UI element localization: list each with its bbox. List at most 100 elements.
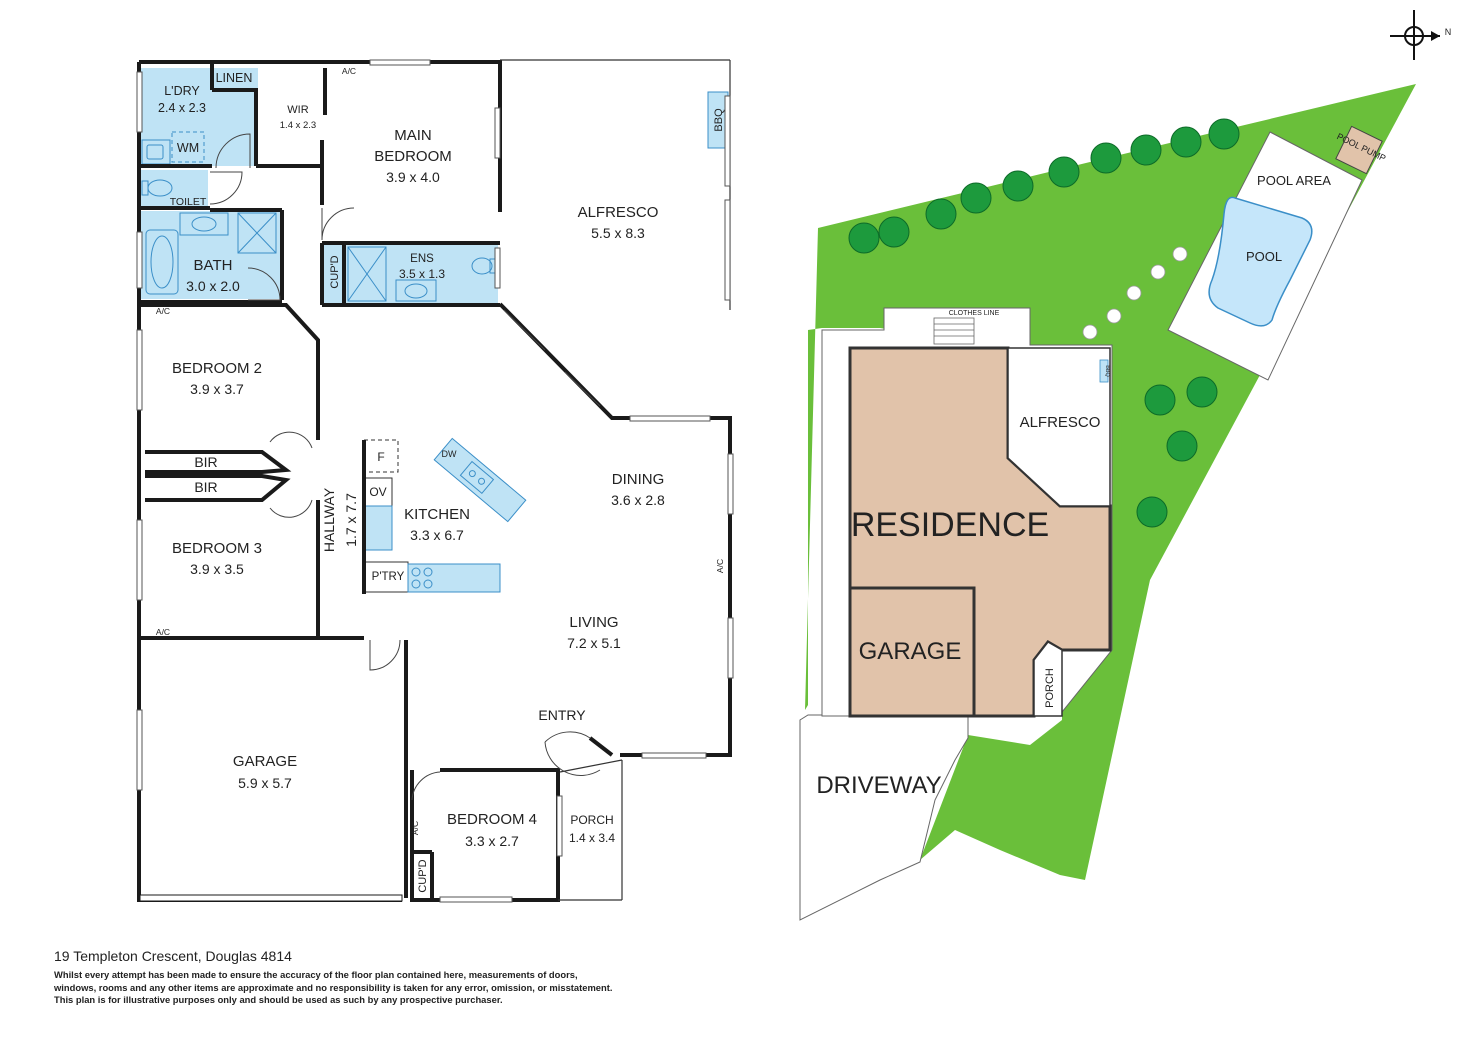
tree-icon	[1144, 384, 1176, 416]
alf-slider	[503, 309, 546, 351]
ac-label-5: A/C	[410, 821, 420, 835]
bath-floor	[140, 211, 280, 299]
tree-icon	[1170, 126, 1202, 158]
living-name: LIVING	[569, 614, 618, 631]
garage-name: GARAGE	[233, 753, 297, 770]
north-arrow-icon	[1390, 10, 1440, 60]
wall-bed2	[139, 303, 320, 440]
bath-vanity	[179, 212, 229, 236]
bed4-door	[411, 771, 441, 801]
main-bedroom-name1: MAIN	[394, 127, 432, 144]
kitchen-size: 3.3 x 6.7	[410, 527, 464, 543]
north-label: N	[1445, 27, 1452, 37]
tree-icon	[925, 198, 957, 230]
site-garage-label: GARAGE	[859, 638, 962, 665]
driveway-label: DRIVEWAY	[816, 772, 941, 799]
hallway-size: 1.7 x 7.7	[343, 493, 359, 547]
main-bedroom-name2: BEDROOM	[374, 148, 452, 165]
property-address: 19 Templeton Crescent, Douglas 4814	[54, 948, 292, 964]
disclaimer-line-3: This plan is for illustrative purposes o…	[54, 994, 503, 1005]
garage-size: 5.9 x 5.7	[238, 775, 292, 791]
bathtub-inner-icon	[150, 235, 174, 289]
bbq-label: BBQ	[713, 108, 725, 132]
dw-label: DW	[442, 449, 457, 459]
bed2-door	[269, 431, 313, 449]
bathtub-icon	[145, 229, 179, 295]
tree-icon	[1186, 376, 1218, 408]
ensuite-toilet-icon	[471, 257, 493, 275]
disclaimer: Whilst every attempt has been made to en…	[54, 969, 754, 1007]
pool	[1208, 196, 1313, 327]
ac-label-3: A/C	[156, 627, 170, 637]
ensuite-basin-icon	[404, 283, 428, 299]
tree-icon	[1130, 134, 1162, 166]
footer: 19 Templeton Crescent, Douglas 4814 Whil…	[54, 948, 754, 1007]
bath-door	[247, 267, 281, 301]
disclaimer-line-1: Whilst every attempt has been made to en…	[54, 969, 578, 980]
tree-icon	[1208, 118, 1240, 150]
cupd1-label: CUP'D	[329, 255, 341, 288]
tree-icon	[1090, 142, 1122, 174]
kitchen-bench-bottom	[407, 563, 501, 593]
fridge-space	[363, 439, 399, 473]
alfresco-block	[1007, 347, 1111, 507]
bedroom2-size: 3.9 x 3.7	[190, 381, 244, 397]
floor-plan-labels: L'DRY 2.4 x 2.3 LINEN WM WIR 1.4 x 2.3 T…	[156, 66, 725, 893]
bath-name: BATH	[194, 257, 233, 274]
ensuite-floor	[344, 245, 498, 303]
tree-icon	[1002, 170, 1034, 202]
bir2-label: BIR	[194, 479, 217, 495]
living-size: 7.2 x 5.1	[567, 635, 621, 651]
porch-size: 1.4 x 3.4	[569, 831, 615, 845]
ac-label-4: A/C	[715, 559, 725, 573]
bedroom2-name: BEDROOM 2	[172, 360, 262, 377]
tree-icon	[848, 222, 880, 254]
wall-entry	[588, 736, 614, 757]
cupd-floor	[322, 245, 344, 303]
wm-label: WM	[177, 141, 199, 155]
residence-label: RESIDENCE	[851, 506, 1049, 544]
bedroom4-size: 3.3 x 2.7	[465, 833, 519, 849]
stepping-stones	[1082, 246, 1188, 340]
laundry-size: 2.4 x 2.3	[158, 101, 206, 115]
oven-label: OV	[369, 485, 386, 499]
laundry-sink-icon	[146, 144, 164, 160]
bed3-door	[269, 499, 313, 518]
ensuite-shower-icon	[347, 246, 387, 302]
pool-area-label: POOL AREA	[1257, 173, 1331, 188]
entry-door-a	[544, 731, 591, 743]
kitchen-name: KITCHEN	[404, 506, 470, 523]
toilet-door	[209, 171, 243, 205]
laundry-floor	[140, 68, 258, 166]
alf-slider2	[564, 371, 601, 407]
bath-size: 3.0 x 2.0	[186, 278, 240, 294]
doors	[209, 133, 601, 801]
bedroom4-name: BEDROOM 4	[447, 811, 537, 828]
entry-label: ENTRY	[538, 707, 586, 723]
site-plan-labels: RESIDENCE GARAGE ALFRESCO PORCH DRIVEWAY…	[816, 27, 1451, 799]
tree-icon	[1136, 496, 1168, 528]
floor-plan	[136, 59, 734, 903]
ens-shower-cross-b	[347, 246, 387, 302]
alfresco-name: ALFRESCO	[578, 204, 659, 221]
tree-icon	[960, 182, 992, 214]
bedroom3-size: 3.9 x 3.5	[190, 561, 244, 577]
bedroom3-name: BEDROOM 3	[172, 540, 262, 557]
cooktop-icon	[411, 567, 433, 589]
toilet-cistern-icon	[141, 180, 149, 196]
site-plan	[799, 10, 1440, 921]
windows	[136, 59, 734, 903]
linen-label: LINEN	[216, 71, 253, 85]
garage-block	[848, 586, 976, 718]
wir-size: 1.4 x 2.3	[280, 120, 316, 131]
fridge-label: F	[377, 450, 384, 464]
laundry-door	[215, 133, 251, 169]
outer-wall-top	[139, 60, 502, 212]
porch-block	[1033, 641, 1063, 717]
main-bedroom-size: 3.9 x 4.0	[386, 169, 440, 185]
dining-name: DINING	[612, 471, 665, 488]
pool-label: POOL	[1246, 249, 1282, 264]
wir-name: WIR	[287, 104, 308, 116]
washing-machine-icon	[171, 131, 205, 163]
